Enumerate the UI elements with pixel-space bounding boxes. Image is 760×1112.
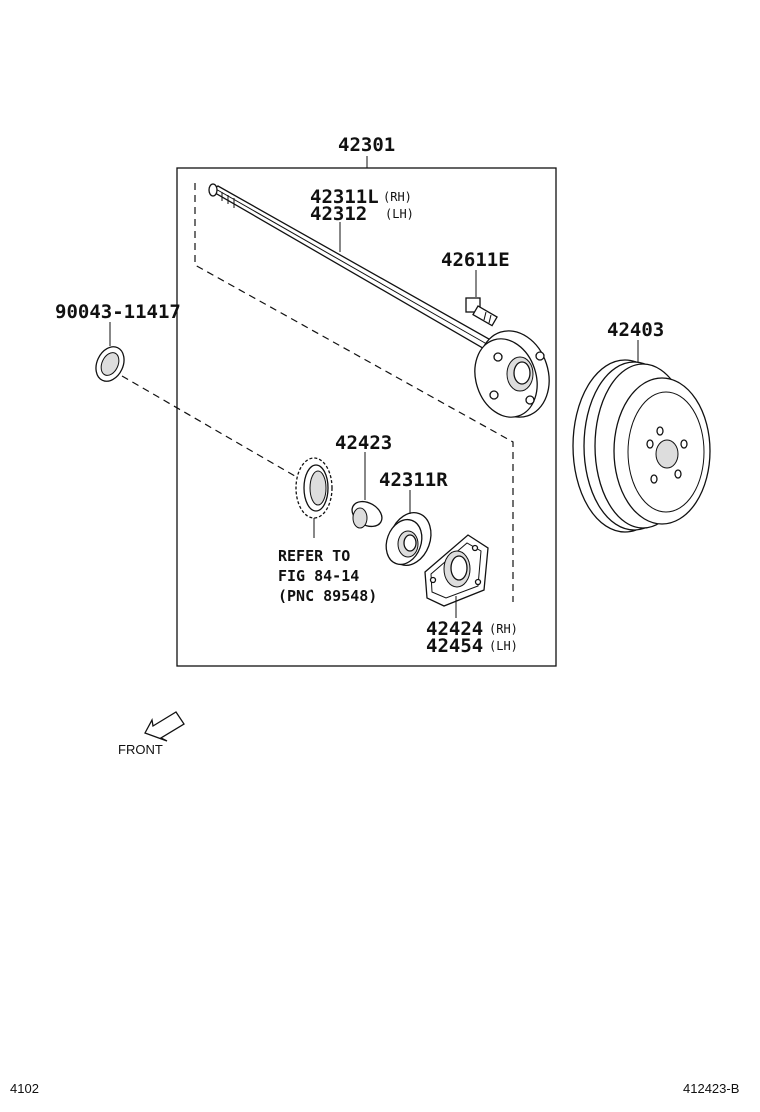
part-number-42424: 42424 bbox=[426, 618, 483, 640]
rh-note: (RH) bbox=[383, 190, 412, 204]
front-label: FRONT bbox=[118, 742, 163, 757]
lh-note: (LH) bbox=[385, 207, 414, 221]
front-arrow-icon bbox=[144, 711, 185, 742]
plate-rh-note: (RH) bbox=[489, 622, 518, 636]
reference-line-2: FIG 84-14 bbox=[278, 567, 359, 585]
hub-bolt bbox=[465, 297, 498, 327]
alignment-line-shaft bbox=[194, 183, 514, 602]
part-number-42311r: 42311R bbox=[379, 469, 448, 491]
part-number-42611e: 42611E bbox=[441, 249, 510, 271]
reference-line-3: (PNC 89548) bbox=[278, 587, 377, 605]
part-number-42312: 42312 bbox=[310, 203, 367, 225]
oil-seal bbox=[95, 346, 125, 382]
part-number-90043-11417: 90043-11417 bbox=[55, 301, 181, 323]
part-number-42301: 42301 bbox=[338, 134, 395, 156]
plate-lh-note: (LH) bbox=[489, 639, 518, 653]
footer-left-code: 4102 bbox=[10, 1081, 39, 1096]
alignment-line-seal bbox=[121, 375, 301, 480]
part-number-42454: 42454 bbox=[426, 635, 483, 657]
part-number-42311l: 42311L bbox=[310, 186, 379, 208]
retainer-plate bbox=[424, 534, 489, 607]
footer-right-code: 412423-B bbox=[683, 1081, 739, 1096]
part-number-42403: 42403 bbox=[607, 319, 664, 341]
bearing bbox=[385, 512, 432, 566]
hub-flange bbox=[474, 330, 550, 418]
brake-drum bbox=[572, 359, 711, 533]
tone-ring bbox=[295, 457, 333, 519]
part-number-42423: 42423 bbox=[335, 432, 392, 454]
bearing-retainer bbox=[351, 500, 383, 529]
reference-line-1: REFER TO bbox=[278, 547, 350, 565]
